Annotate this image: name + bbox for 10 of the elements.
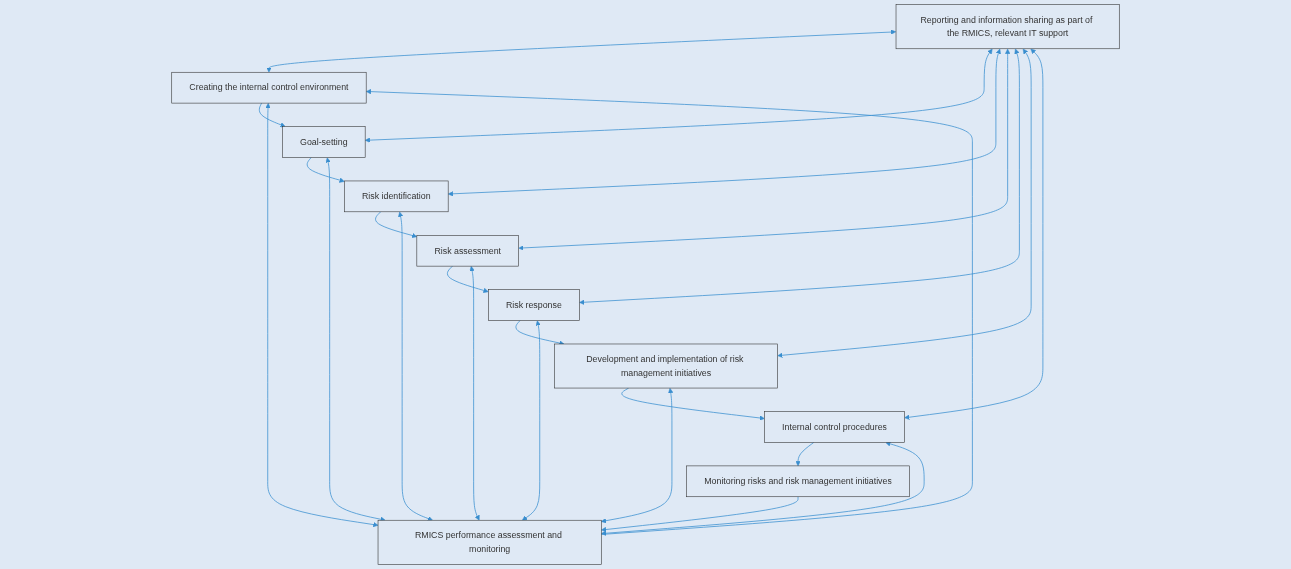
node-box: Risk response xyxy=(488,289,580,321)
node-box: Development and implementation of risk management initiatives xyxy=(554,343,778,389)
node-box: Creating the internal control environment xyxy=(171,71,367,104)
node-box: Risk assessment xyxy=(416,235,519,267)
node-box: Reporting and information sharing as part of the RMICS, relevant IT support xyxy=(895,4,1120,50)
node-box: RMICS performance assessment and monitoring xyxy=(377,519,602,565)
node-box: Goal-setting xyxy=(282,126,366,158)
node-box: Internal control procedures xyxy=(764,411,905,443)
node-box: Monitoring risks and risk management initiatives xyxy=(686,465,910,498)
node-box: Risk identification xyxy=(344,180,449,213)
